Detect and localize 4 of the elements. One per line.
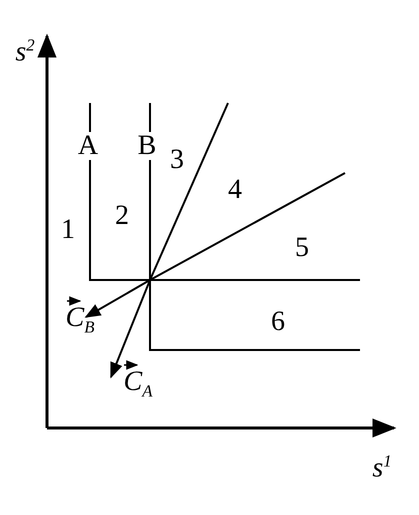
line-label: B <box>138 132 156 160</box>
line-label: A <box>78 132 98 160</box>
vector-label: C$_{B}$ <box>66 304 94 336</box>
vector-label: C$_{A}$ <box>124 368 152 400</box>
